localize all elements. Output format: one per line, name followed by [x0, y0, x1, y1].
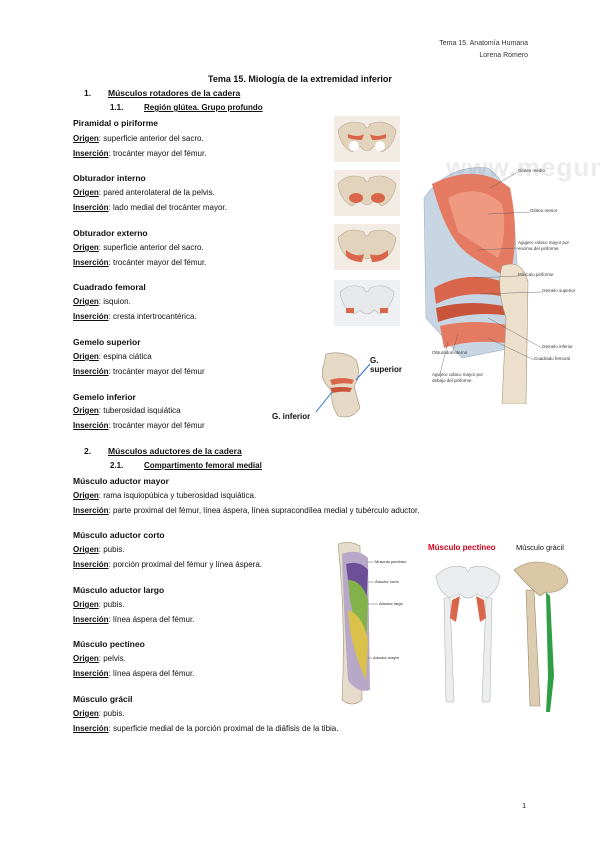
header-author: Lorena Romero [479, 52, 528, 59]
muscle-heading: Músculo aductor mayor [73, 476, 169, 486]
insertion-line: Inserción: porción proximal del fémur y … [73, 560, 262, 569]
label-gemellus-superior: Gemelo superior [542, 288, 576, 293]
muscle-heading: Gemelo inferior [73, 392, 136, 402]
label-obturator-internus: Obturador interno [432, 350, 468, 355]
insertion-line: Inserción: trocánter mayor del fémur [73, 367, 205, 376]
label-foramen-below: Agujero ciático mayor por debajo del pir… [432, 372, 484, 383]
insertion-line: Inserción: línea áspera del fémur. [73, 615, 195, 624]
pelvis-quadratus-femoris-illustration [334, 280, 400, 326]
section-1-1-heading: 1.1.Región glútea. Grupo profundo [110, 103, 263, 112]
muscle-heading: Obturador externo [73, 228, 148, 238]
adductor-muscles-illustration: Músculo pectíneo Aductor corto Aductor l… [328, 540, 412, 708]
gluteal-deep-muscles-illustration: www.megum Glúteo medio Glúteo menor Aguj… [418, 158, 600, 404]
origin-line: Origen: espina ciática [73, 352, 152, 361]
label-gluteus-minimus: Glúteo menor [530, 208, 558, 213]
insertion-line: Inserción: trocánter mayor del fémur. [73, 149, 207, 158]
origin-line: Origen: superficie anterior del sacro. [73, 134, 204, 143]
origin-line: Origen: pubis. [73, 600, 125, 609]
pelvis-piriform-illustration [334, 116, 400, 162]
origin-line: Origen: pared anterolateral de la pelvis… [73, 188, 215, 197]
origin-line: Origen: pelvis. [73, 654, 126, 663]
insertion-line: Inserción: trocánter mayor del fémur [73, 421, 205, 430]
watermark: www.megum [446, 158, 600, 182]
muscle-heading: Músculo aductor corto [73, 530, 165, 540]
origin-line: Origen: tuberosidad isquiática [73, 406, 181, 415]
gracilis-illustration [510, 556, 574, 714]
label-adductor-longus: Aductor largo [379, 601, 403, 606]
section-2-heading: 2.Músculos aductores de la cadera [84, 446, 242, 456]
page-title: Tema 15. Miología de la extremidad infer… [208, 74, 392, 84]
section-2-1-heading: 2.1.Compartimento femoral medial [110, 461, 262, 470]
origin-line: Origen: isquion. [73, 297, 131, 306]
label-pectineus: Músculo pectíneo [375, 559, 407, 564]
insertion-line: Inserción: cresta intertrocantérica. [73, 312, 197, 321]
insertion-line: Inserción: línea áspera del fémur. [73, 669, 195, 678]
muscle-heading: Músculo aductor largo [73, 585, 165, 595]
insertion-line: Inserción: superficie medial de la porci… [73, 724, 339, 733]
label-adductor-magnus: Aductor mayor [373, 655, 400, 660]
muscle-heading: Cuadrado femoral [73, 282, 146, 292]
origin-line: Origen: pubis. [73, 545, 125, 554]
page-header: Tema 15. Anatomía Humana Lorena Romero [439, 38, 528, 62]
origin-line: Origen: pubis. [73, 709, 125, 718]
gemelli-illustration: G. superior G. inferior [272, 350, 402, 426]
insertion-line: Inserción: trocánter mayor del fémur. [73, 258, 207, 267]
pelvis-obturator-externus-illustration [334, 224, 400, 270]
pectineus-title: Músculo pectíneo [428, 543, 496, 552]
muscle-heading: Músculo grácil [73, 694, 133, 704]
origin-line: Origen: superficie anterior del sacro. [73, 243, 204, 252]
insertion-line: Inserción: parte proximal del fémur, lín… [73, 506, 420, 515]
label-adductor-brevis: Aductor corto [375, 579, 399, 584]
label-gluteus-medius: Glúteo medio [518, 168, 545, 173]
label-gemellus-inferior: Gemelo inferior [542, 344, 573, 349]
pectineus-illustration [428, 556, 508, 706]
pelvis-obturator-internus-illustration [334, 170, 400, 216]
gracilis-title: Músculo grácil [516, 543, 564, 552]
muscle-heading: Obturador interno [73, 173, 146, 183]
gemellus-inferior-label: G. inferior [272, 412, 311, 421]
page-number: 1 [522, 803, 526, 810]
label-piriformis: Músculo piriforme [518, 272, 554, 277]
gemellus-superior-label: G. superior [370, 356, 402, 374]
header-course: Tema 15. Anatomía Humana [439, 40, 528, 47]
label-foramen-above: Agujero ciático mayor por encima del pir… [518, 240, 570, 251]
muscle-heading: Músculo pectíneo [73, 639, 145, 649]
muscle-heading: Piramidal o piriforme [73, 118, 159, 128]
insertion-line: Inserción: lado medial del trocánter may… [73, 203, 227, 212]
muscle-heading: Gemelo superior [73, 337, 141, 347]
label-quadratus-femoris: Cuadrado femoral [534, 356, 571, 361]
section-1-heading: 1.Músculos rotadores de la cadera [84, 88, 241, 98]
origin-line: Origen: rama isquiopúbica y tuberosidad … [73, 491, 257, 500]
